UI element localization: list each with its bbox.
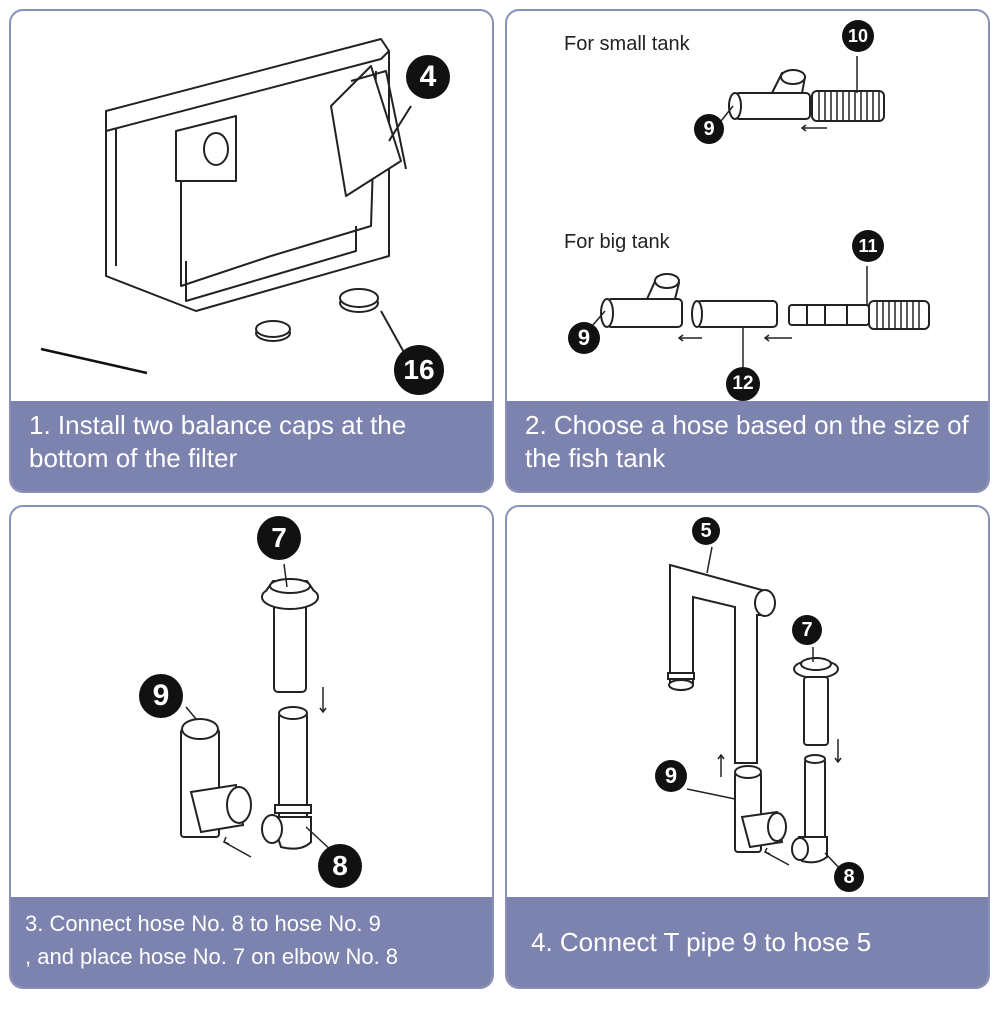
part-badge-8: 8	[834, 862, 864, 892]
part-badge-7: 7	[257, 516, 301, 560]
step-1-caption: 1. Install two balance caps at the botto…	[11, 401, 492, 491]
step-4-caption: 4. Connect T pipe 9 to hose 5	[507, 897, 988, 987]
step-3-caption: 3. Connect hose No. 8 to hose No. 9 , an…	[11, 897, 492, 987]
part-badge-8: 8	[318, 844, 362, 888]
step-3-panel: 7 9 8 3. Connect hose No. 8 to hose No. …	[9, 505, 494, 989]
part-badge-4: 4	[406, 55, 450, 99]
t-pipe-connection-illustration	[667, 546, 844, 873]
part-badge-5: 5	[692, 517, 720, 545]
elbow-connection-illustration	[180, 563, 334, 858]
step-2-panel: For small tank For big tank	[505, 9, 990, 493]
part-badge-9-small: 9	[694, 114, 724, 144]
step-4-panel: 5 7 9 8 4. Connect T pipe 9 to hose 5	[505, 505, 990, 989]
small-tank-label: For small tank	[564, 33, 690, 55]
hose-options-illustration	[591, 56, 930, 371]
big-tank-label: For big tank	[564, 231, 670, 253]
part-badge-7: 7	[792, 615, 822, 645]
part-badge-11: 11	[852, 230, 884, 262]
part-badge-10: 10	[842, 20, 874, 52]
part-badge-9-big: 9	[568, 322, 600, 354]
step-1-panel: 4 16 1. Install two balance caps at the …	[9, 9, 494, 493]
filter-box-illustration	[40, 38, 412, 375]
part-badge-16: 16	[394, 345, 444, 395]
part-badge-9: 9	[655, 760, 687, 792]
step-2-caption: 2. Choose a hose based on the size of th…	[507, 401, 988, 491]
part-badge-12: 12	[726, 367, 760, 401]
part-badge-9: 9	[139, 674, 183, 718]
